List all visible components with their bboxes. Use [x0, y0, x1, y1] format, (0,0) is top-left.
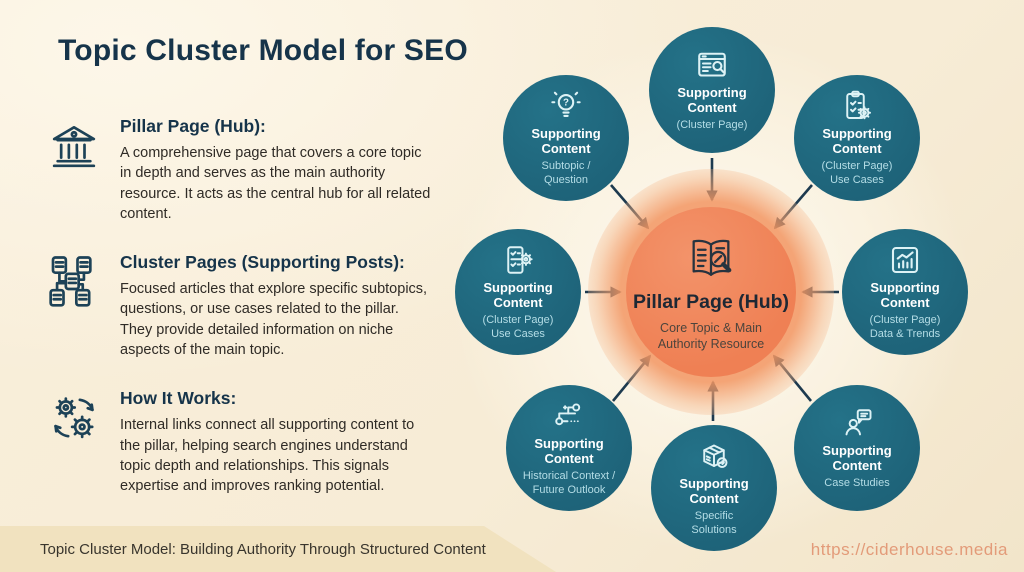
supporting-node-right: Supporting Content (Cluster Page)Data & …	[842, 229, 968, 355]
browser-search-icon	[698, 52, 726, 77]
hub-circle: Pillar Page (Hub) Core Topic & Main Auth…	[626, 207, 796, 377]
info-section: Cluster Pages (Supporting Posts): Focuse…	[42, 252, 434, 360]
node-label: Supporting Content	[534, 436, 604, 467]
arrow-top-right	[773, 184, 813, 230]
arrow-bottom-left	[611, 354, 652, 402]
supporting-node-bottom-right: Supporting Content Case Studies	[794, 385, 920, 511]
clipboard-gear-icon-wrap	[839, 88, 875, 124]
hub-title: Pillar Page (Hub)	[632, 290, 790, 313]
node-sublabel: Subtopic /Question	[541, 160, 591, 186]
info-section: Pillar Page (Hub): A comprehensive page …	[42, 116, 434, 224]
info-sections: Pillar Page (Hub): A comprehensive page …	[42, 116, 434, 497]
bank-icon-wrap	[42, 116, 106, 174]
arrow-bottom-right	[772, 354, 813, 402]
lightbulb-question-icon: ?	[551, 92, 581, 118]
lightbulb-question-icon-wrap: ?	[548, 88, 584, 124]
section-heading: How It Works:	[120, 388, 237, 409]
chart-trends-icon-wrap	[887, 242, 923, 278]
document-checklist-gear-icon	[507, 246, 533, 275]
node-sublabel: (Cluster Page)Use Cases	[482, 314, 554, 340]
gears-sync-icon	[54, 397, 94, 439]
package-icon-wrap	[696, 438, 732, 474]
bank-icon	[52, 125, 96, 168]
person-chat-icon-wrap	[839, 405, 875, 441]
cluster-docs-icon	[49, 256, 92, 307]
footer-caption: Topic Cluster Model: Building Authority …	[40, 540, 486, 558]
diagram-background-glow	[441, 22, 981, 562]
site-url-link[interactable]: https://ciderhouse.media	[810, 540, 1008, 559]
node-sublabel: (Cluster Page)Data & Trends	[869, 314, 941, 340]
node-label: Supporting Content	[679, 476, 749, 507]
node-sublabel: Case Studies	[824, 477, 890, 490]
timeline-icon	[555, 403, 581, 426]
node-label: Supporting Content	[822, 126, 892, 157]
node-sublabel: (Cluster Page)Use Cases	[821, 160, 893, 186]
section-body: A comprehensive page that covers a core …	[120, 145, 431, 222]
timeline-icon-wrap	[551, 398, 587, 434]
node-label: Supporting Content	[677, 85, 747, 116]
person-chat-icon	[845, 409, 872, 436]
node-label: Supporting Content	[822, 443, 892, 474]
node-sublabel: Historical Context /Future Outlook	[522, 470, 616, 496]
node-label: Supporting Content	[483, 280, 553, 311]
book-search-icon	[692, 239, 732, 276]
clipboard-gear-icon	[846, 91, 872, 120]
page-title: Topic Cluster Model for SEO	[58, 34, 468, 67]
section-body: Internal links connect all supporting co…	[120, 417, 415, 495]
node-label: Supporting Content	[870, 280, 940, 311]
arrow-top-left	[610, 184, 650, 230]
footer-band: Topic Cluster Model: Building Authority …	[0, 526, 556, 572]
chart-trends-icon	[891, 247, 919, 274]
hub-glow	[588, 169, 834, 415]
svg-text:?: ?	[563, 98, 569, 109]
node-label: Supporting Content	[531, 126, 601, 157]
node-sublabel: (Cluster Page)	[676, 119, 748, 132]
cluster-docs-icon-wrap	[42, 252, 106, 310]
package-icon	[703, 444, 728, 469]
gears-sync-icon-wrap	[42, 388, 106, 446]
section-body: Focused articles that explore specific s…	[120, 281, 428, 359]
browser-search-icon-wrap	[694, 47, 730, 83]
supporting-node-bottom-left: Supporting Content Historical Context /F…	[506, 385, 632, 511]
supporting-node-top-left: ? Supporting Content Subtopic /Question	[503, 75, 629, 201]
section-heading: Cluster Pages (Supporting Posts):	[120, 252, 405, 273]
document-checklist-gear-icon-wrap	[500, 242, 536, 278]
hub-subtitle: Core Topic & Main Authority Resource	[657, 320, 765, 351]
supporting-node-left: Supporting Content (Cluster Page)Use Cas…	[455, 229, 581, 355]
section-heading: Pillar Page (Hub):	[120, 116, 266, 136]
supporting-node-top: Supporting Content (Cluster Page)	[649, 27, 775, 153]
info-section: How It Works: Internal links connect all…	[42, 388, 434, 496]
supporting-node-top-right: Supporting Content (Cluster Page)Use Cas…	[794, 75, 920, 201]
